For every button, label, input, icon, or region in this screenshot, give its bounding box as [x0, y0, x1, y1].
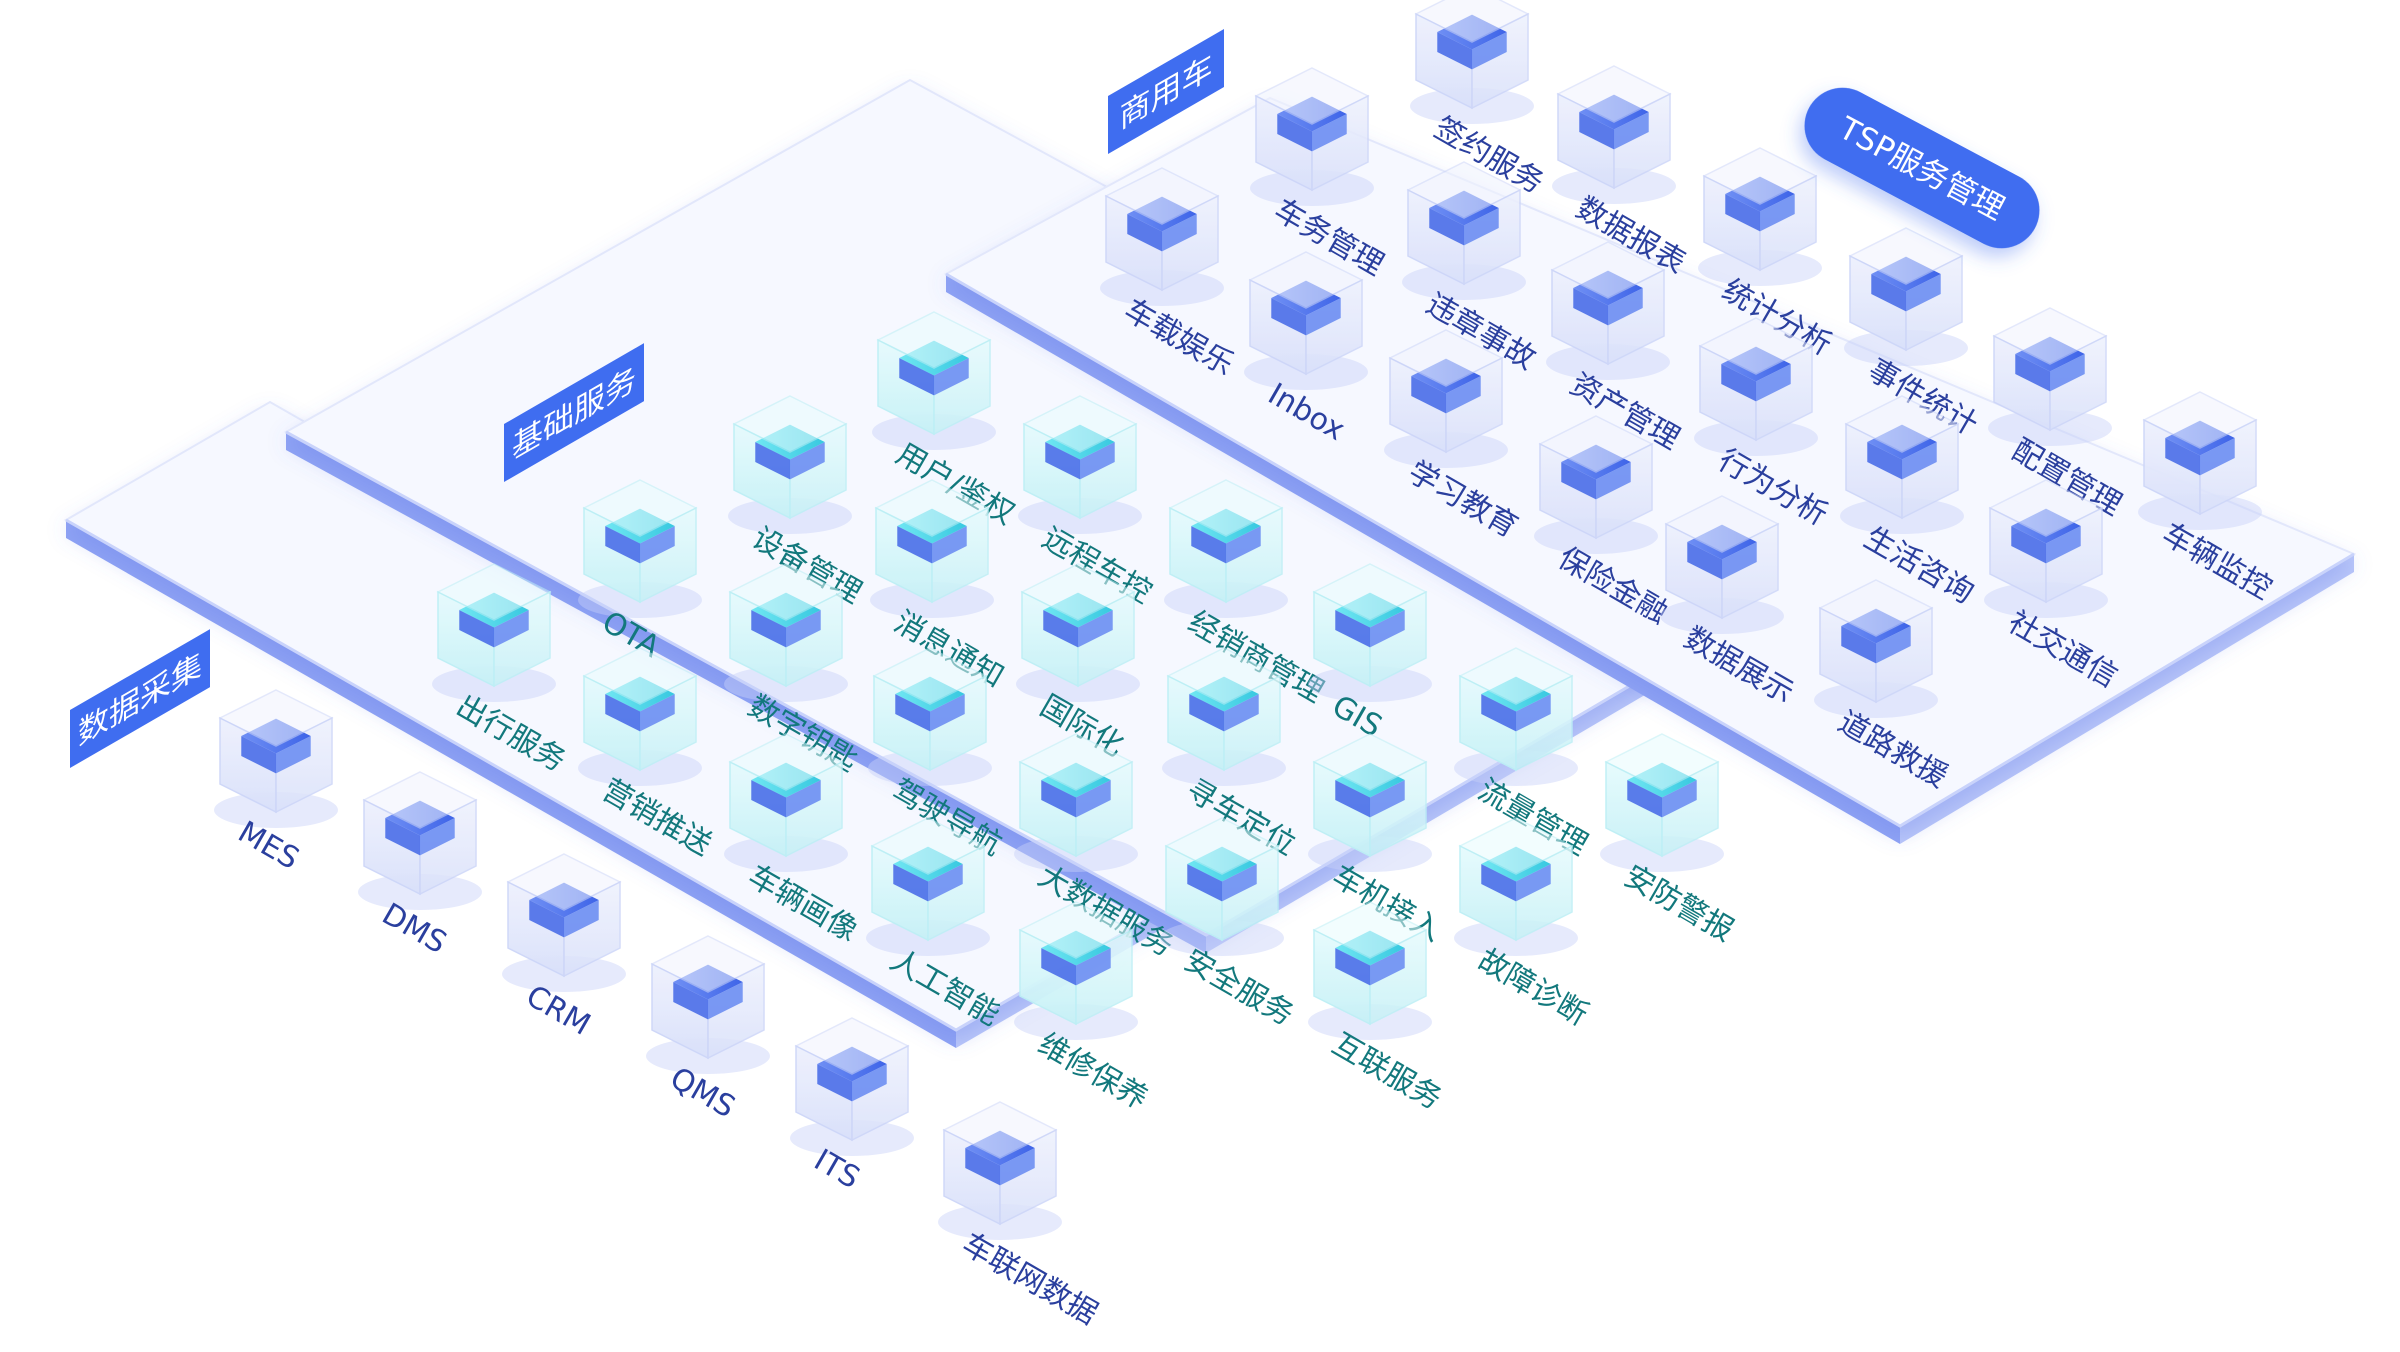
basic-services-item-21-cube-icon: 故障诊断 [1454, 817, 1593, 1033]
data-collection-item-4-cube-icon: ITS [790, 1017, 914, 1196]
commercial-vehicle-item-8-cube-icon: 学习教育 [1384, 329, 1523, 545]
basic-services-item-19-cube-icon-label: 维修保养 [1032, 1027, 1153, 1117]
data-collection-item-5-cube-icon: 车联网数据 [938, 1101, 1103, 1332]
basic-services-item-20-cube-icon-label: 安防警报 [1618, 859, 1739, 949]
basic-services-item-18-cube-icon-label: 安全服务 [1178, 943, 1299, 1033]
basic-services-item-22-cube-icon-label: 互联服务 [1326, 1027, 1447, 1117]
data-collection-item-0-cube-icon: MES [214, 689, 338, 877]
basic-services-item-12-cube-icon: GIS [1308, 563, 1432, 744]
data-collection-item-1-cube-icon: DMS [358, 771, 482, 961]
data-collection-item-3-cube-icon: QMS [646, 935, 770, 1125]
basic-services-item-9-cube-icon: 国际化 [1016, 563, 1140, 764]
data-collection-item-5-cube-icon-label: 车联网数据 [956, 1227, 1103, 1332]
basic-services-item-0-cube-icon: 用户/鉴权 [872, 311, 1020, 532]
data-collection-title-tag: 数据采集 [70, 629, 210, 768]
data-collection-item-2-cube-icon: CRM [502, 853, 626, 1043]
tsp-badge: TSP服务管理 [1804, 87, 2040, 249]
basic-services-item-2-cube-icon: OTA [578, 479, 702, 665]
commercial-vehicle-item-13-cube-icon: 生活咨询 [1840, 395, 1979, 611]
basic-services-item-18-cube-icon: 安全服务 [1160, 817, 1299, 1033]
basic-services-item-19-cube-icon: 维修保养 [1014, 901, 1153, 1117]
basic-services-item-21-cube-icon-label: 故障诊断 [1472, 943, 1593, 1033]
basic-services-item-22-cube-icon: 互联服务 [1308, 901, 1447, 1117]
basic-services-item-20-cube-icon: 安防警报 [1600, 733, 1739, 949]
